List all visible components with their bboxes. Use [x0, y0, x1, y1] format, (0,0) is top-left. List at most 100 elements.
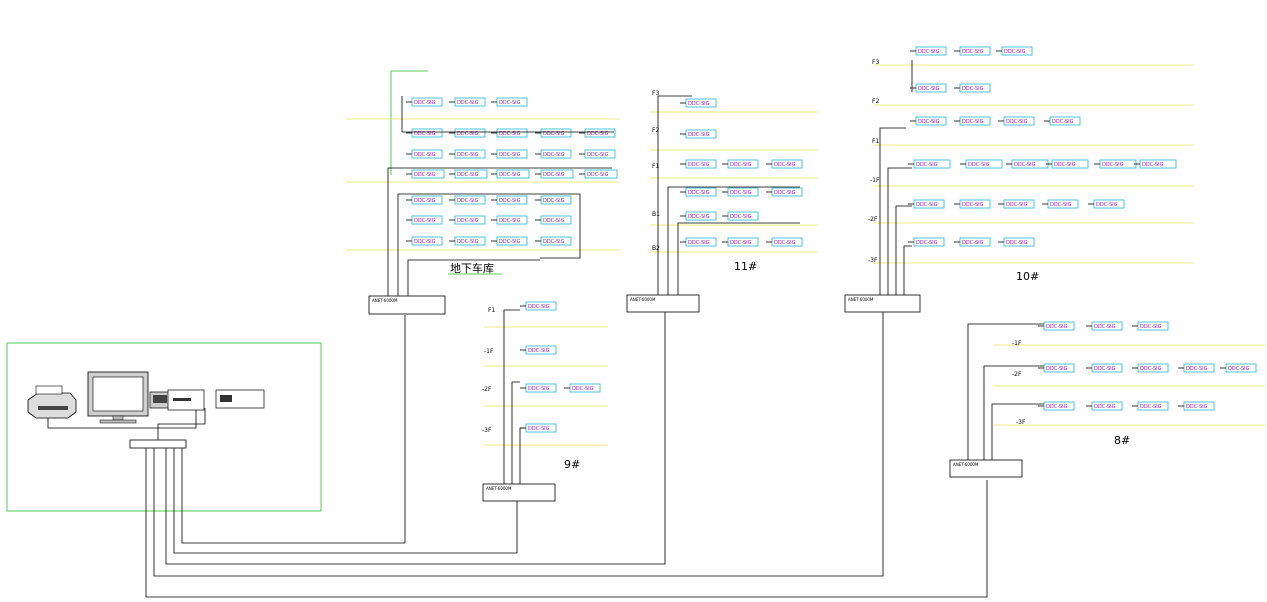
ddc-module-label: DDC-SIG	[457, 152, 479, 158]
ddc-module-label: DDC-SIG	[457, 131, 479, 137]
ups-icon	[215, 389, 265, 409]
ddc-module-label: DDC-SIG	[587, 172, 609, 178]
b11-floor-label: F2	[652, 127, 659, 134]
ddc-module-label: DDC-SIG	[543, 172, 565, 178]
ddc-module-label: DDC-SIG	[1102, 162, 1124, 168]
ddc-module-label: DDC-SIG	[414, 152, 436, 158]
ddc-module-label: DDC-SIG	[1050, 202, 1072, 208]
ddc-module-label: DDC-SIG	[528, 348, 550, 354]
ddc-module-label: DDC-SIG	[543, 152, 565, 158]
ddc-module-label: DDC-SIG	[543, 198, 565, 204]
ddc-module-label: DDC-SIG	[774, 190, 796, 196]
ddc-module-label: DDC-SIG	[1006, 202, 1028, 208]
b9-floor-label: -2F	[482, 386, 492, 393]
workstation-frame	[6, 342, 322, 512]
b8-controller	[949, 459, 1023, 478]
ddc-module-label: DDC-SIG	[528, 304, 550, 310]
ddc-module-label: DDC-SIG	[1186, 366, 1208, 372]
ddc-module-label: DDC-SIG	[414, 239, 436, 245]
ddc-module-label: DDC-SIG	[688, 240, 710, 246]
ddc-module-label: DDC-SIG	[962, 202, 984, 208]
ddc-module-label: DDC-SIG	[918, 49, 940, 55]
b10-floor-label: F2	[872, 98, 879, 105]
b9-floor-label: F1	[488, 307, 495, 314]
ddc-module-label: DDC-SIG	[1140, 324, 1162, 330]
monitor-icon	[87, 371, 149, 424]
ddc-module-label: DDC-SIG	[916, 240, 938, 246]
ddc-module-label: DDC-SIG	[1046, 404, 1068, 410]
building-10-section: F3 F2 F1 -1F -2F -3F 10# ANET-6000M DDC-…	[844, 46, 1194, 313]
ddc-module-label: DDC-SIG	[414, 198, 436, 204]
ddc-module-label: DDC-SIG	[587, 131, 609, 137]
b10-floor-label: F3	[872, 59, 879, 66]
host-computer-icon	[149, 389, 205, 411]
b11-floor-label: B2	[652, 245, 660, 252]
ddc-module-label: DDC-SIG	[1052, 119, 1074, 125]
building-9-title: 9#	[564, 458, 580, 471]
ddc-module-label: DDC-SIG	[688, 101, 710, 107]
ddc-module-label: DDC-SIG	[499, 131, 521, 137]
garage-controller-label: ANET-6000M	[372, 298, 398, 303]
ddc-module-label: DDC-SIG	[730, 190, 752, 196]
ddc-module-label: DDC-SIG	[1142, 162, 1164, 168]
b10-floor-label: -2F	[868, 216, 878, 223]
ddc-module-label: DDC-SIG	[916, 162, 938, 168]
ddc-module-label: DDC-SIG	[688, 132, 710, 138]
printer-icon	[27, 385, 77, 419]
ddc-module-label: DDC-SIG	[688, 214, 710, 220]
ddc-module-label: DDC-SIG	[730, 214, 752, 220]
ddc-module-label: DDC-SIG	[1094, 324, 1116, 330]
ddc-module-label: DDC-SIG	[499, 239, 521, 245]
b9-controller	[482, 483, 556, 502]
ddc-module-label: DDC-SIG	[457, 198, 479, 204]
ddc-module-label: DDC-SIG	[414, 131, 436, 137]
b11-floor-label: B1	[652, 211, 660, 218]
ddc-module-label: DDC-SIG	[457, 100, 479, 106]
ddc-module-label: DDC-SIG	[1094, 404, 1116, 410]
ddc-module-label: DDC-SIG	[774, 162, 796, 168]
ddc-module-label: DDC-SIG	[543, 239, 565, 245]
ddc-module-label: DDC-SIG	[1186, 404, 1208, 410]
b11-controller-label: ANET-6000M	[630, 297, 656, 302]
building-8-title: 8#	[1114, 434, 1130, 447]
ddc-module-label: DDC-SIG	[688, 162, 710, 168]
b9-controller-label: ANET-6000M	[486, 486, 512, 491]
ddc-module-label: DDC-SIG	[688, 190, 710, 196]
ddc-module-label: DDC-SIG	[414, 172, 436, 178]
ddc-module-label: DDC-SIG	[1054, 162, 1076, 168]
ddc-module-label: DDC-SIG	[587, 152, 609, 158]
ddc-module-label: DDC-SIG	[499, 198, 521, 204]
ddc-module-label: DDC-SIG	[962, 86, 984, 92]
ddc-module-label: DDC-SIG	[730, 240, 752, 246]
ddc-module-label: DDC-SIG	[499, 218, 521, 224]
b10-controller	[844, 294, 921, 313]
b10-floor-label: F1	[872, 138, 879, 145]
ddc-module-label: DDC-SIG	[918, 119, 940, 125]
ddc-module-label: DDC-SIG	[528, 426, 550, 432]
building-9-section: F1 -1F -2F -3F 9# ANET-6000M DDC-SIGDDC-…	[482, 301, 608, 502]
ddc-module-label: DDC-SIG	[499, 152, 521, 158]
ddc-module-label: DDC-SIG	[962, 119, 984, 125]
b10-floor-label: -1F	[870, 177, 880, 184]
ddc-module-label: DDC-SIG	[918, 86, 940, 92]
garage-title: 地下车库	[450, 261, 494, 275]
ddc-module-label: DDC-SIG	[457, 172, 479, 178]
b10-controller-label: ANET-6000M	[848, 297, 874, 302]
building-11-title: 11#	[734, 260, 757, 273]
b9-floor-label: -1F	[484, 348, 494, 355]
ddc-module-label: DDC-SIG	[1140, 404, 1162, 410]
ddc-module-label: DDC-SIG	[916, 202, 938, 208]
ddc-module-label: DDC-SIG	[1006, 240, 1028, 246]
ddc-module-label: DDC-SIG	[730, 162, 752, 168]
ddc-module-label: DDC-SIG	[1006, 119, 1028, 125]
ddc-module-label: DDC-SIG	[543, 218, 565, 224]
b10-floor-label: -3F	[868, 257, 878, 264]
ddc-module-label: DDC-SIG	[457, 218, 479, 224]
b11-floor-label: F3	[652, 90, 659, 97]
b8-floor-label: -2F	[1012, 371, 1022, 378]
ddc-module-label: DDC-SIG	[1140, 366, 1162, 372]
ddc-module-label: DDC-SIG	[1004, 49, 1026, 55]
building-11-section: F3 F2 F1 B1 B2 11# ANET-6000M DDC-SIG DDC…	[626, 90, 818, 313]
b11-floor-label: F1	[652, 163, 659, 170]
